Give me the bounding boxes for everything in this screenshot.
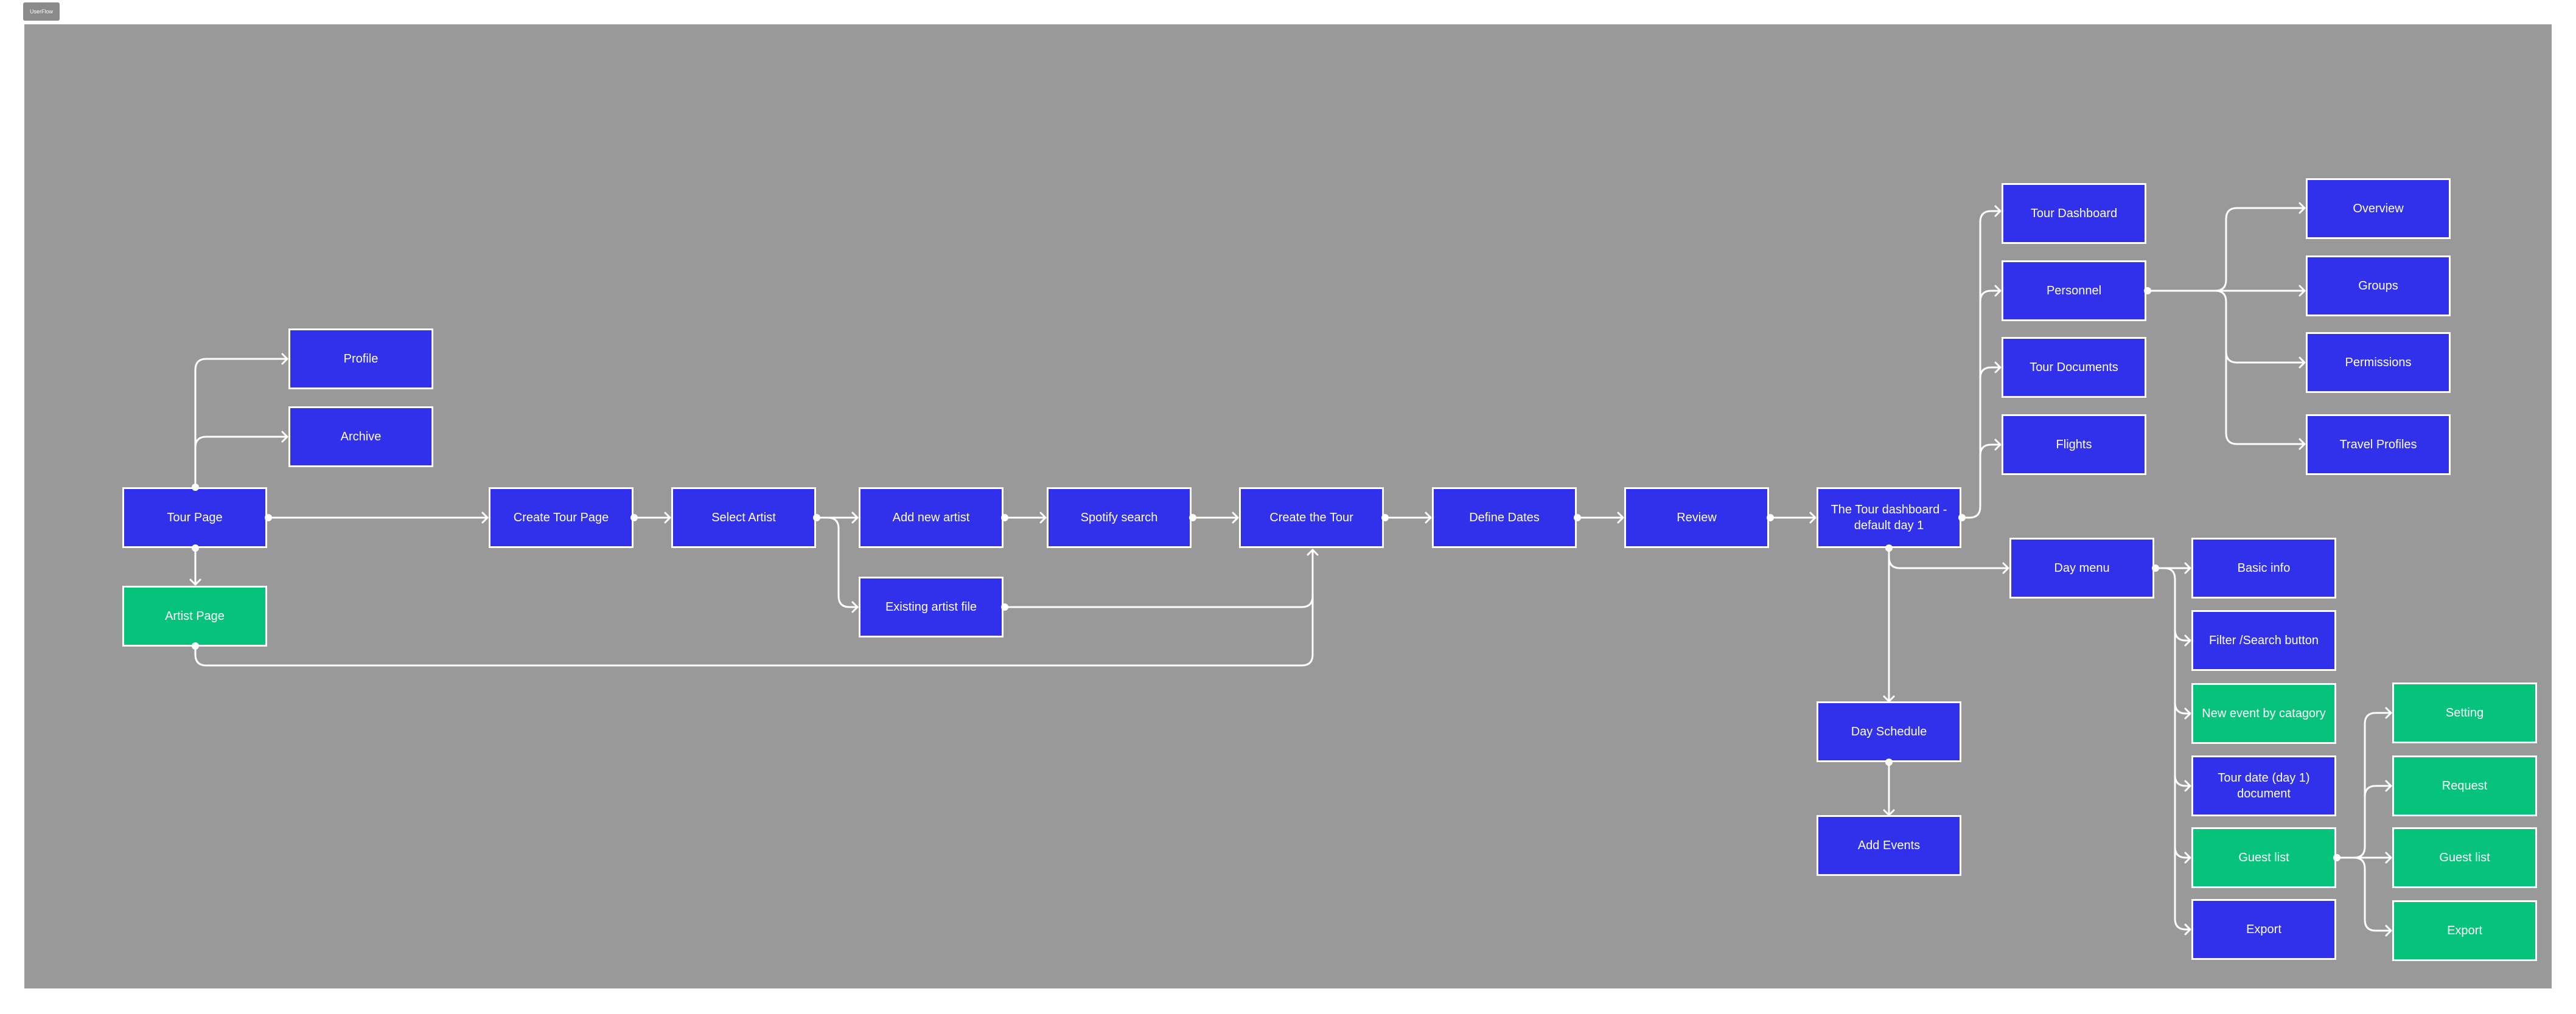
node-personnel[interactable]: Personnel (2002, 260, 2146, 321)
node-create-the-tour[interactable]: Create the Tour (1239, 487, 1384, 548)
node-add-new-artist[interactable]: Add new artist (859, 487, 1004, 548)
node-guest-list-sub[interactable]: Guest list (2392, 827, 2537, 888)
node-new-event-by-category[interactable]: New event by catagory (2191, 683, 2336, 744)
node-export-sub[interactable]: Export (2392, 900, 2537, 961)
node-tour-dashboard-default-day[interactable]: The Tour dashboard - default day 1 (1817, 487, 1961, 548)
node-review[interactable]: Review (1624, 487, 1769, 548)
node-add-events[interactable]: Add Events (1817, 815, 1961, 876)
node-tour-documents[interactable]: Tour Documents (2002, 337, 2146, 398)
node-overview[interactable]: Overview (2306, 178, 2451, 239)
node-artist-page[interactable]: Artist Page (122, 586, 267, 647)
node-create-tour-page[interactable]: Create Tour Page (489, 487, 634, 548)
node-flights[interactable]: Flights (2002, 414, 2146, 475)
node-groups[interactable]: Groups (2306, 255, 2451, 316)
node-day-menu[interactable]: Day menu (2009, 538, 2154, 599)
node-existing-artist-file[interactable]: Existing artist file (859, 577, 1004, 637)
node-basic-info[interactable]: Basic info (2191, 538, 2336, 599)
node-guest-list[interactable]: Guest list (2191, 827, 2336, 888)
node-tour-page[interactable]: Tour Page (122, 487, 267, 548)
node-select-artist[interactable]: Select Artist (671, 487, 816, 548)
frame-label[interactable]: UserFlow (23, 2, 60, 21)
node-travel-profiles[interactable]: Travel Profiles (2306, 414, 2451, 475)
node-request[interactable]: Request (2392, 755, 2537, 816)
node-profile[interactable]: Profile (288, 328, 433, 389)
node-permissions[interactable]: Permissions (2306, 332, 2451, 393)
node-setting[interactable]: Setting (2392, 682, 2537, 743)
node-spotify-search[interactable]: Spotify search (1047, 487, 1192, 548)
node-day-schedule[interactable]: Day Schedule (1817, 701, 1961, 762)
node-export[interactable]: Export (2191, 899, 2336, 960)
node-define-dates[interactable]: Define Dates (1432, 487, 1577, 548)
node-filter-search-button[interactable]: Filter /Search button (2191, 610, 2336, 671)
node-tour-date-document[interactable]: Tour date (day 1) document (2191, 755, 2336, 816)
node-tour-dashboard[interactable]: Tour Dashboard (2002, 183, 2146, 244)
node-archive[interactable]: Archive (288, 406, 433, 467)
